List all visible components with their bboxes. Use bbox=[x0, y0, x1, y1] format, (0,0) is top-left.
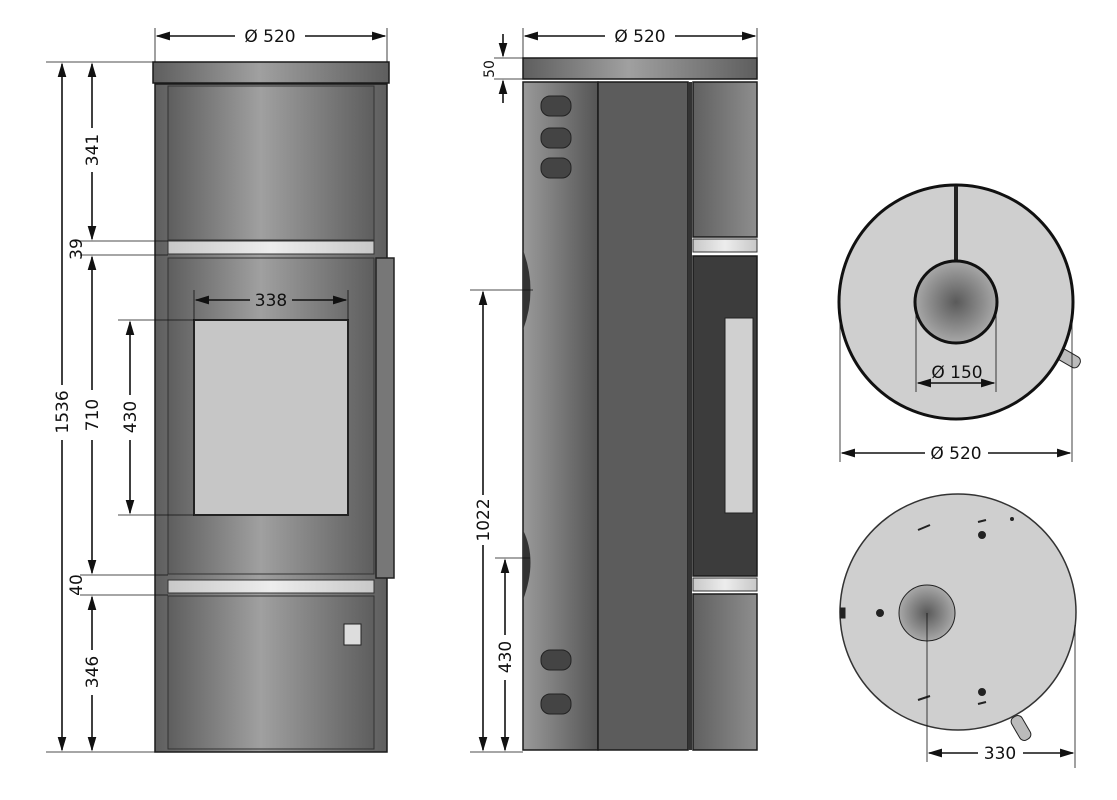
side-upper-band bbox=[692, 238, 758, 253]
side-bottom-panel bbox=[692, 593, 758, 751]
bottom-view-pipe bbox=[1010, 715, 1032, 741]
flue-height-label: 1022 bbox=[474, 498, 494, 541]
side-top-cap bbox=[522, 57, 758, 80]
upper-band-label: 39 bbox=[67, 238, 87, 260]
total-height-label: 1536 bbox=[53, 390, 73, 433]
top-cap bbox=[152, 61, 390, 84]
door-handle bbox=[375, 257, 395, 579]
top-diameter-label: Ø 520 bbox=[930, 444, 981, 464]
side-top-panel bbox=[692, 81, 758, 238]
side-diameter-label: Ø 520 bbox=[614, 27, 665, 47]
lower-silver-band bbox=[167, 579, 375, 594]
vent-slots bbox=[540, 95, 572, 715]
mounting-marks bbox=[839, 517, 1014, 705]
side-view: Ø 520 50 1022 430 bbox=[470, 27, 758, 753]
air-inlet-bulge bbox=[523, 530, 531, 600]
door-height-label: 710 bbox=[83, 399, 103, 431]
bottom-panel-height-label: 346 bbox=[83, 656, 103, 688]
front-diameter-label: Ø 520 bbox=[244, 27, 295, 47]
lower-band-label: 40 bbox=[67, 574, 87, 596]
side-lower-band bbox=[692, 577, 758, 592]
top-plate-label: 50 bbox=[482, 60, 498, 78]
bottom-view-outline bbox=[839, 493, 1077, 731]
drawer-knob bbox=[343, 623, 362, 646]
side-rear-section bbox=[522, 81, 599, 751]
bottom-panel bbox=[167, 595, 375, 750]
flue-collar bbox=[913, 259, 999, 345]
glass-window bbox=[193, 319, 349, 516]
top-panel-height-label: 341 bbox=[83, 134, 103, 166]
flue-diameter-label: Ø 150 bbox=[931, 363, 982, 383]
top-view: Ø 150 Ø 520 bbox=[837, 183, 1081, 464]
window-width-label: 338 bbox=[255, 291, 287, 311]
window-height-label: 430 bbox=[121, 401, 141, 433]
side-center-panel bbox=[597, 81, 689, 751]
bottom-view: 330 bbox=[839, 493, 1077, 768]
upper-silver-band bbox=[167, 240, 375, 255]
air-inlet-height-label: 430 bbox=[496, 641, 516, 673]
front-view: Ø 520 1536 341 39 710 40 346 338 430 bbox=[46, 27, 395, 753]
bottom-offset-label: 330 bbox=[984, 744, 1016, 764]
side-door-handle bbox=[724, 317, 754, 514]
top-panel bbox=[167, 85, 375, 241]
side-hinge-strip bbox=[688, 82, 692, 750]
